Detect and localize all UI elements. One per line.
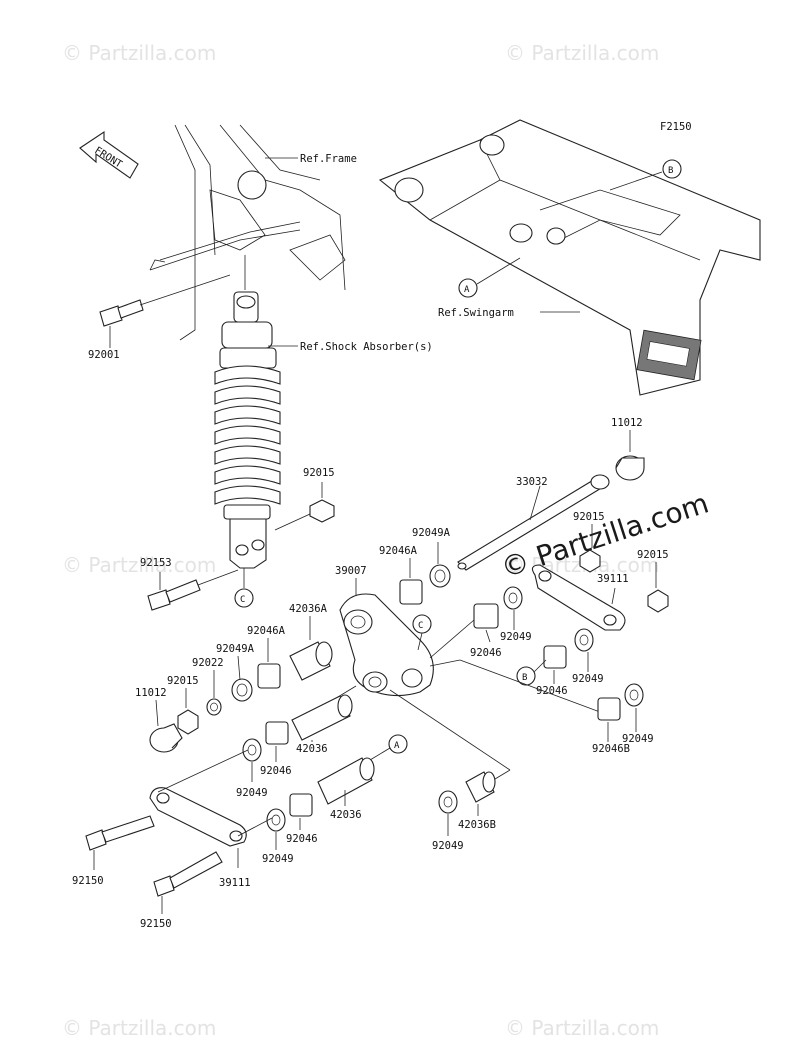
nut-92015 <box>309 499 335 523</box>
bearing-92046B <box>597 697 621 721</box>
ref-frame: Ref.Frame <box>300 153 357 165</box>
link-39111 <box>149 787 247 847</box>
part-92046A: 92046A <box>247 625 286 637</box>
part-92046B: 92046B <box>592 743 630 755</box>
part-92015: 92015 <box>167 675 199 687</box>
part-92015: 92015 <box>573 511 605 523</box>
callout-label: C <box>240 595 245 605</box>
part-92049: 92049 <box>572 673 604 685</box>
part-92049: 92049 <box>432 840 464 852</box>
callout-label: A <box>394 741 400 751</box>
part-39111: 39111 <box>219 877 251 889</box>
part-33032: 33032 <box>516 476 548 488</box>
callout-label: B <box>522 673 527 683</box>
part-42036: 42036 <box>296 743 328 755</box>
callout-b <box>662 159 682 179</box>
part-92001: 92001 <box>88 349 120 361</box>
part-42036B: 42036B <box>458 819 496 831</box>
part-92150: 92150 <box>140 918 172 930</box>
callout-c <box>234 588 254 608</box>
bearing-92046A <box>399 579 423 605</box>
rocker-39007 <box>339 593 434 697</box>
part-92049A: 92049A <box>216 643 255 655</box>
collar-42036B <box>465 771 496 803</box>
watermark: © Partzilla.com <box>62 1016 216 1040</box>
part-92015: 92015 <box>303 467 335 479</box>
part-92049: 92049 <box>262 853 294 865</box>
part-92049: 92049 <box>500 631 532 643</box>
bolt-92153 <box>147 579 201 611</box>
watermark: © Partzilla.com <box>62 553 216 577</box>
part-92015: 92015 <box>637 549 669 561</box>
part-92046A: 92046A <box>379 545 418 557</box>
callout-label: B <box>668 166 673 176</box>
ref-shock: Ref.Shock Absorber(s) <box>300 341 433 353</box>
collar-42036 <box>291 694 353 741</box>
ref-swingarm: Ref.Swingarm <box>438 307 514 319</box>
callout-c <box>412 614 432 634</box>
part-92150: 92150 <box>72 875 104 887</box>
watermark: © Partzilla.com <box>505 1016 659 1040</box>
bolt-92001 <box>99 299 144 327</box>
part-11012: 11012 <box>135 687 167 699</box>
bearing-92046 <box>265 721 289 745</box>
cap-11012 <box>615 455 645 481</box>
frame-drawing <box>149 124 346 341</box>
figure-code: F2150 <box>660 121 692 133</box>
callout-label: A <box>464 285 470 295</box>
front-arrow-icon: FRONT <box>79 130 139 179</box>
part-92046: 92046 <box>536 685 568 697</box>
part-39007: 39007 <box>335 565 367 577</box>
callout-b <box>516 666 536 686</box>
part-42036: 42036 <box>330 809 362 821</box>
bolt-92150 <box>153 851 223 897</box>
nut-92015 <box>177 709 199 735</box>
part-92049A: 92049A <box>412 527 451 539</box>
link-39111 <box>531 564 626 631</box>
part-92046: 92046 <box>260 765 292 777</box>
shaft-33032 <box>457 474 610 571</box>
watermark: © Partzilla.com <box>62 41 216 65</box>
nut-92015 <box>579 549 601 573</box>
callout-label: C <box>418 621 423 631</box>
shock-absorber-drawing <box>214 255 281 569</box>
part-92046: 92046 <box>470 647 502 659</box>
bolt-92150 <box>85 815 155 851</box>
collar-42036 <box>317 757 375 805</box>
swingarm-drawing <box>378 119 761 396</box>
part-92049: 92049 <box>622 733 654 745</box>
part-39111: 39111 <box>597 573 629 585</box>
part-42036A: 42036A <box>289 603 328 615</box>
cap-11012 <box>149 723 183 753</box>
bearing-92046 <box>543 645 567 669</box>
part-92046: 92046 <box>286 833 318 845</box>
callout-a <box>388 734 408 754</box>
part-92153: 92153 <box>140 557 172 569</box>
bearing-92046A <box>257 663 281 689</box>
collar-42036A <box>289 641 333 681</box>
bearing-92046 <box>473 603 499 629</box>
watermark: © Partzilla.com <box>505 41 659 65</box>
callout-a <box>458 278 478 298</box>
bearing-92046 <box>289 793 313 817</box>
part-11012: 11012 <box>611 417 643 429</box>
nut-92015 <box>647 589 669 613</box>
part-92022: 92022 <box>192 657 224 669</box>
part-92049: 92049 <box>236 787 268 799</box>
